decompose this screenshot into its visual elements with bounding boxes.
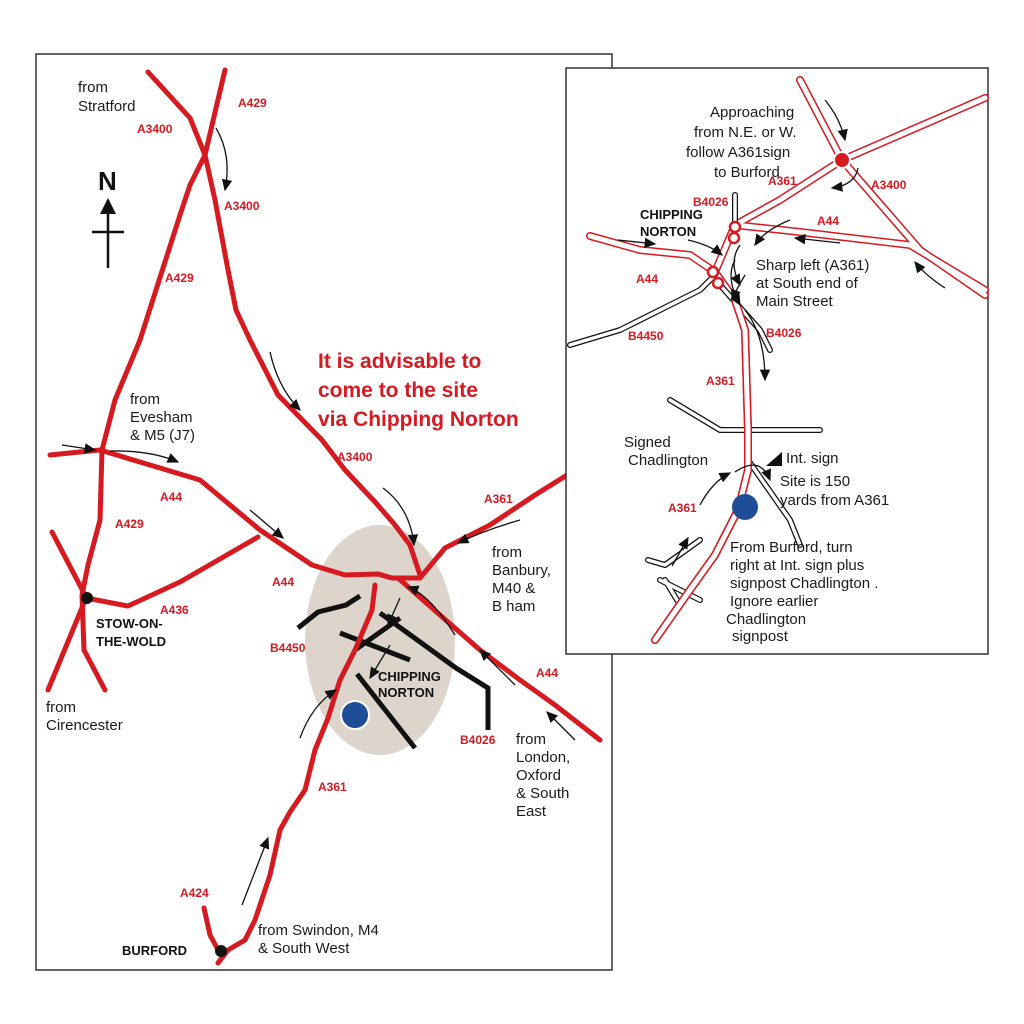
north-arrow: N	[92, 166, 124, 268]
road-label: A361	[706, 374, 735, 388]
from-banbury-label: M40 &	[492, 580, 535, 597]
road-label: A361	[768, 174, 797, 188]
inset-note: Chadlington	[726, 611, 806, 628]
from-cirencester-label: Cirencester	[46, 717, 123, 734]
road-label: A3400	[337, 450, 373, 464]
inset-note: yards from A361	[780, 492, 889, 509]
road-label: A424	[180, 886, 209, 900]
inset-note: Site is 150	[780, 473, 850, 490]
inset-note: from N.E. or W.	[694, 124, 797, 141]
inset-sharp-left-text: Sharp left (A361) at South end of Main S…	[756, 257, 869, 310]
road-label: A44	[272, 575, 294, 589]
inset-note: at South end of	[756, 275, 859, 292]
chipping-norton-label: CHIPPING	[378, 669, 441, 684]
inset-site-marker	[732, 494, 758, 520]
from-banbury-label: from	[492, 544, 522, 561]
from-london-label: London,	[516, 749, 570, 766]
inset-town-label: NORTON	[640, 224, 696, 239]
road-label: A436	[160, 603, 189, 617]
road-label: A44	[636, 272, 658, 286]
road-label: A3400	[224, 199, 260, 213]
from-london-label: & South	[516, 785, 569, 802]
int-sign-icon	[766, 452, 782, 466]
inset-direction-arrows	[617, 99, 946, 567]
road-label: A361	[668, 501, 697, 515]
advice-line: via Chipping Norton	[318, 408, 519, 431]
advice-text: It is advisable to come to the site via …	[318, 350, 519, 431]
from-stratford-label: from	[78, 79, 108, 96]
road-label: A44	[817, 214, 839, 228]
inset-roads	[567, 76, 989, 644]
site-marker	[340, 700, 370, 730]
road-label: A44	[160, 490, 182, 504]
inset-note: Main Street	[756, 293, 834, 310]
inset-note: Sharp left (A361)	[756, 257, 869, 274]
advice-line: come to the site	[318, 379, 478, 402]
road-label: B4026	[766, 326, 802, 340]
stow-on-the-wold-marker	[81, 592, 93, 604]
inset-town-label: CHIPPING	[640, 207, 703, 222]
road-label: B4450	[270, 641, 306, 655]
burford-marker	[215, 945, 227, 957]
burford-label: BURFORD	[122, 943, 187, 958]
stow-town-label: STOW-ON-	[96, 616, 163, 631]
inset-map-frame	[565, 67, 989, 655]
road-label: A3400	[137, 122, 173, 136]
road-label: A429	[165, 271, 194, 285]
inset-approach-text: Approaching from N.E. or W. follow A361s…	[686, 104, 797, 181]
inset-note: Approaching	[710, 104, 794, 121]
from-stratford-label: Stratford	[78, 98, 136, 115]
road-label: B4026	[693, 195, 729, 209]
main-roads	[45, 67, 603, 966]
inset-note: signpost	[732, 628, 789, 645]
from-evesham-label: Evesham	[130, 409, 193, 426]
stow-town-label: THE-WOLD	[96, 634, 166, 649]
inset-note: Ignore earlier	[730, 593, 818, 610]
inset-note: signpost Chadlington .	[730, 575, 878, 592]
from-swindon-label: from Swindon, M4	[258, 922, 379, 939]
road-label: B4026	[460, 733, 496, 747]
road-label: A44	[536, 666, 558, 680]
direction-arrows	[61, 127, 576, 906]
north-label: N	[98, 166, 117, 196]
inset-note: Signed	[624, 434, 671, 451]
from-london-label: from	[516, 731, 546, 748]
town-streets	[296, 593, 491, 750]
inset-note: Int. sign	[786, 450, 839, 467]
from-banbury-label: Banbury,	[492, 562, 551, 579]
advice-line: It is advisable to	[318, 350, 481, 373]
inset-roundabouts	[706, 151, 851, 290]
inset-note: From Burford, turn	[730, 539, 853, 556]
inset-note: right at Int. sign plus	[730, 557, 864, 574]
inset-note: follow A361sign	[686, 144, 790, 161]
road-label: A429	[238, 96, 267, 110]
from-evesham-label: & M5 (J7)	[130, 427, 195, 444]
road-label: A3400	[871, 178, 907, 192]
inset-note: to Burford	[714, 164, 780, 181]
chipping-norton-label: NORTON	[378, 685, 434, 700]
from-swindon-label: & South West	[258, 940, 350, 957]
chipping-norton-area	[305, 525, 455, 755]
main-map-frame	[35, 53, 613, 971]
road-label: A429	[115, 517, 144, 531]
from-london-label: East	[516, 803, 547, 820]
road-label: A361	[318, 780, 347, 794]
from-cirencester-label: from	[46, 699, 76, 716]
inset-from-burford-text: From Burford, turn right at Int. sign pl…	[726, 539, 878, 645]
inset-note: Chadlington	[628, 452, 708, 469]
road-label: B4450	[628, 329, 664, 343]
road-label: A361	[484, 492, 513, 506]
from-london-label: Oxford	[516, 767, 561, 784]
from-evesham-label: from	[130, 391, 160, 408]
from-banbury-label: B ham	[492, 598, 535, 615]
